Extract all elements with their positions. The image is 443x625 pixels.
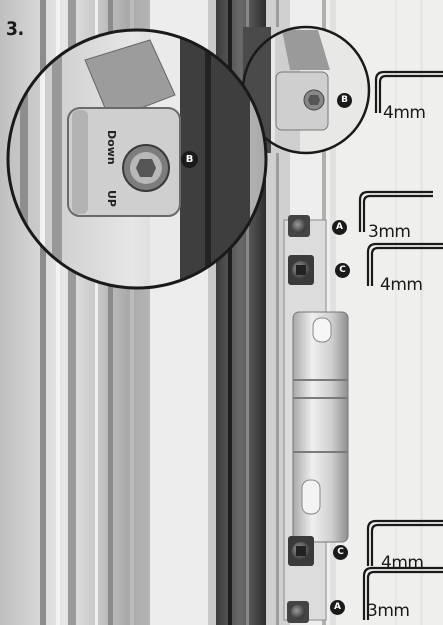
- hex-key-size-label: 3mm: [367, 601, 410, 621]
- callout-badge-b-large: B: [181, 151, 198, 168]
- hex-key-3: [366, 242, 443, 286]
- down-marking: Down: [105, 130, 118, 165]
- hex-key-2: [358, 190, 433, 232]
- hex-key-size-label: 3mm: [368, 222, 411, 242]
- hex-key-size-label: 4mm: [380, 275, 423, 295]
- hex-key-1: [374, 70, 443, 113]
- up-marking: UP: [105, 190, 118, 207]
- hex-key-4: [366, 519, 443, 566]
- hinge-barrel: [292, 311, 349, 543]
- callout-badge-a-bottom: A: [330, 600, 345, 615]
- hex-key-size-label: 4mm: [383, 103, 426, 123]
- callout-badge-a-top: A: [332, 220, 347, 235]
- hex-key-5: [362, 566, 443, 620]
- hex-keys: [358, 70, 443, 620]
- step-number: 3.: [6, 18, 24, 40]
- callout-badge-c-top: C: [335, 263, 350, 278]
- callout-badge-b: B: [337, 93, 352, 108]
- callout-badge-c-bottom: C: [333, 545, 348, 560]
- hex-key-size-label: 4mm: [381, 553, 424, 573]
